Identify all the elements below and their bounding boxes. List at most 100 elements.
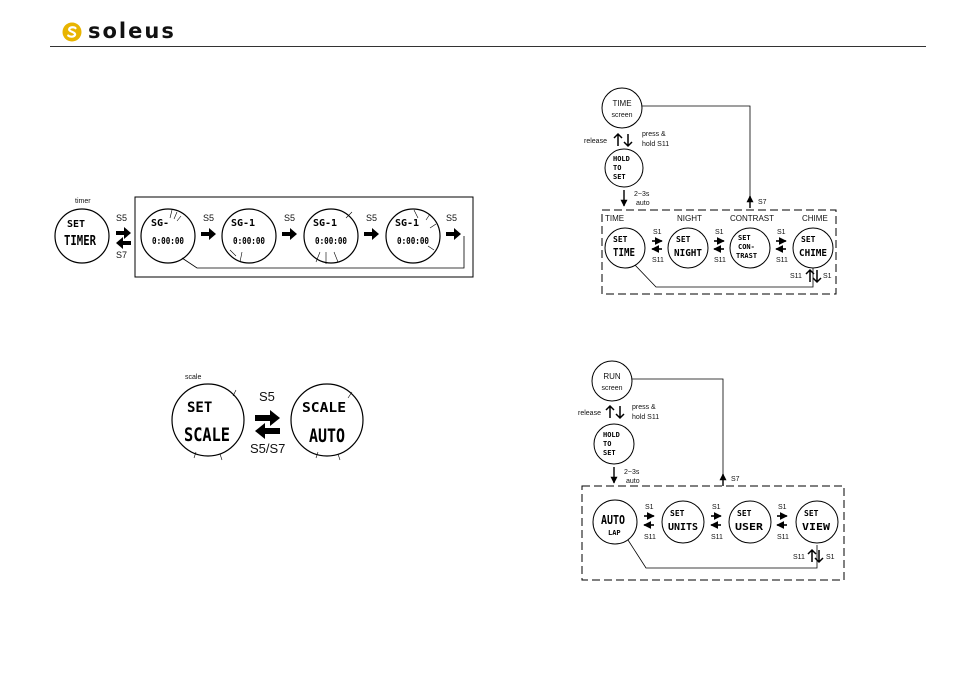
time-exit-line bbox=[642, 105, 751, 200]
svg-text:RUN: RUN bbox=[603, 372, 621, 381]
svg-text:auto: auto bbox=[626, 478, 640, 485]
svg-text:S1: S1 bbox=[653, 229, 662, 236]
svg-text:press &: press & bbox=[642, 131, 666, 138]
svg-text:TIME: TIME bbox=[613, 246, 635, 259]
time-nav-1: S1 S11 bbox=[651, 229, 664, 264]
svg-text:CHIME: CHIME bbox=[799, 248, 827, 259]
svg-text:SET: SET bbox=[738, 234, 751, 242]
svg-text:TIME: TIME bbox=[605, 214, 624, 223]
svg-text:0:00:00: 0:00:00 bbox=[152, 236, 184, 247]
timer-loop-line bbox=[181, 236, 465, 269]
time-screen-node: TIME screen bbox=[601, 87, 643, 129]
svg-text:S11: S11 bbox=[652, 257, 664, 264]
arrow-down-icon bbox=[623, 134, 633, 148]
run-nav-3: S1 S11 bbox=[776, 504, 789, 541]
timer-caption: timer bbox=[75, 198, 91, 205]
scale-caption: scale bbox=[185, 374, 201, 381]
arrow-scale-back: S5/S7 bbox=[250, 423, 285, 456]
svg-text:S7: S7 bbox=[731, 476, 740, 483]
svg-text:SET: SET bbox=[676, 235, 691, 244]
svg-text:S11: S11 bbox=[790, 273, 802, 280]
time-hold-watch: HOLD TO SET bbox=[604, 148, 644, 188]
svg-text:S11: S11 bbox=[644, 534, 656, 541]
svg-text:S1: S1 bbox=[715, 229, 724, 236]
run-dashed-box bbox=[581, 485, 845, 581]
watch-line-2: TIMER bbox=[64, 234, 96, 249]
svg-text:S1: S1 bbox=[778, 504, 787, 511]
svg-text:S5: S5 bbox=[366, 213, 377, 223]
svg-text:S5: S5 bbox=[259, 389, 275, 404]
svg-text:NIGHT: NIGHT bbox=[674, 248, 702, 259]
svg-text:screen: screen bbox=[601, 385, 622, 392]
watch-step-4: SG-1 0:00:00 bbox=[385, 208, 441, 264]
svg-text:TRAST: TRAST bbox=[736, 252, 757, 260]
watch-step-3: SG-1 0:00:00 bbox=[303, 208, 359, 264]
svg-text:AUTO: AUTO bbox=[601, 513, 625, 527]
svg-text:screen: screen bbox=[611, 112, 632, 119]
svg-text:S1: S1 bbox=[645, 504, 654, 511]
timer-diagram: timer SET TIMER S5 S7 SG- 0:00:00 S5 SG-… bbox=[54, 196, 474, 278]
svg-text:SET: SET bbox=[670, 509, 685, 518]
svg-text:S11: S11 bbox=[793, 554, 805, 561]
watch-set-contrast: SET CON- TRAST bbox=[729, 227, 771, 269]
svg-text:USER: USER bbox=[735, 522, 764, 533]
run-nav-2: S1 S11 bbox=[710, 504, 723, 541]
arrow-up-icon bbox=[613, 132, 623, 146]
watch-line-1: SET bbox=[67, 219, 85, 230]
time-dashed-box bbox=[601, 209, 837, 295]
svg-text:0:00:00: 0:00:00 bbox=[397, 236, 429, 247]
arrow-down-icon bbox=[812, 270, 822, 284]
svg-text:TO: TO bbox=[603, 440, 611, 448]
svg-text:SG-1: SG-1 bbox=[231, 218, 255, 229]
watch-set-view: SET VIEW bbox=[795, 500, 839, 544]
watch-step-2: SG-1 0:00:00 bbox=[221, 208, 277, 264]
svg-text:S5: S5 bbox=[284, 213, 295, 223]
svg-text:hold S11: hold S11 bbox=[642, 141, 669, 148]
svg-text:LAP: LAP bbox=[608, 529, 621, 537]
arrow-scale-forward: S5 bbox=[255, 389, 280, 426]
svg-text:press &: press & bbox=[632, 404, 656, 411]
svg-text:S11: S11 bbox=[711, 534, 723, 541]
svg-text:SET: SET bbox=[737, 509, 752, 518]
watch-auto-lap: AUTO LAP bbox=[592, 499, 638, 545]
scale-diagram: scale SET SCALE S5 S5/S7 SCALE AUTO bbox=[171, 374, 364, 461]
svg-text:CONTRAST: CONTRAST bbox=[730, 214, 774, 223]
svg-text:VIEW: VIEW bbox=[802, 522, 831, 533]
watch-set-time: SET TIME bbox=[604, 227, 646, 269]
svg-text:HOLD: HOLD bbox=[603, 431, 620, 439]
time-nav-3: S1 S11 bbox=[775, 229, 788, 264]
svg-text:TIME: TIME bbox=[612, 99, 631, 108]
run-exit-line bbox=[632, 378, 724, 478]
time-loop-line bbox=[634, 264, 814, 288]
svg-text:AUTO: AUTO bbox=[309, 425, 345, 447]
soleus-logo-icon bbox=[62, 22, 82, 42]
arrow-step-2: S5 bbox=[282, 213, 297, 240]
arrow-step-3: S5 bbox=[364, 213, 379, 240]
watch-set-scale: SET SCALE bbox=[171, 383, 245, 461]
arrow-s7-back: S7 bbox=[116, 237, 131, 260]
svg-text:SG-1: SG-1 bbox=[395, 218, 419, 229]
svg-text:0:00:00: 0:00:00 bbox=[315, 236, 347, 247]
svg-text:S5: S5 bbox=[116, 213, 127, 223]
arrow-up-icon bbox=[807, 548, 817, 562]
svg-text:S11: S11 bbox=[714, 257, 726, 264]
svg-text:SET: SET bbox=[613, 173, 626, 181]
svg-text:SET: SET bbox=[804, 509, 819, 518]
arrow-s5-forward: S5 bbox=[116, 213, 131, 239]
watch-set-chime: SET CHIME bbox=[792, 227, 834, 269]
svg-text:HOLD: HOLD bbox=[613, 155, 630, 163]
svg-text:SG-: SG- bbox=[151, 218, 169, 229]
watch-scale-auto: SCALE AUTO bbox=[290, 383, 364, 461]
svg-text:auto: auto bbox=[636, 200, 650, 207]
run-settings-diagram: RUN screen release press & hold S11 HOLD… bbox=[578, 360, 845, 581]
svg-text:S11: S11 bbox=[776, 257, 788, 264]
svg-text:S5/S7: S5/S7 bbox=[250, 441, 285, 456]
watch-set-night: SET NIGHT bbox=[667, 227, 709, 269]
time-nav-2: S1 S11 bbox=[713, 229, 726, 264]
svg-text:hold S11: hold S11 bbox=[632, 414, 659, 421]
time-settings-diagram: TIME screen release press & hold S11 HOL… bbox=[584, 87, 837, 295]
watch-step-1: SG- 0:00:00 bbox=[140, 208, 196, 264]
arrow-up-icon bbox=[605, 404, 615, 418]
watch-set-user: SET USER bbox=[728, 500, 772, 544]
run-screen-node: RUN screen bbox=[591, 360, 633, 402]
